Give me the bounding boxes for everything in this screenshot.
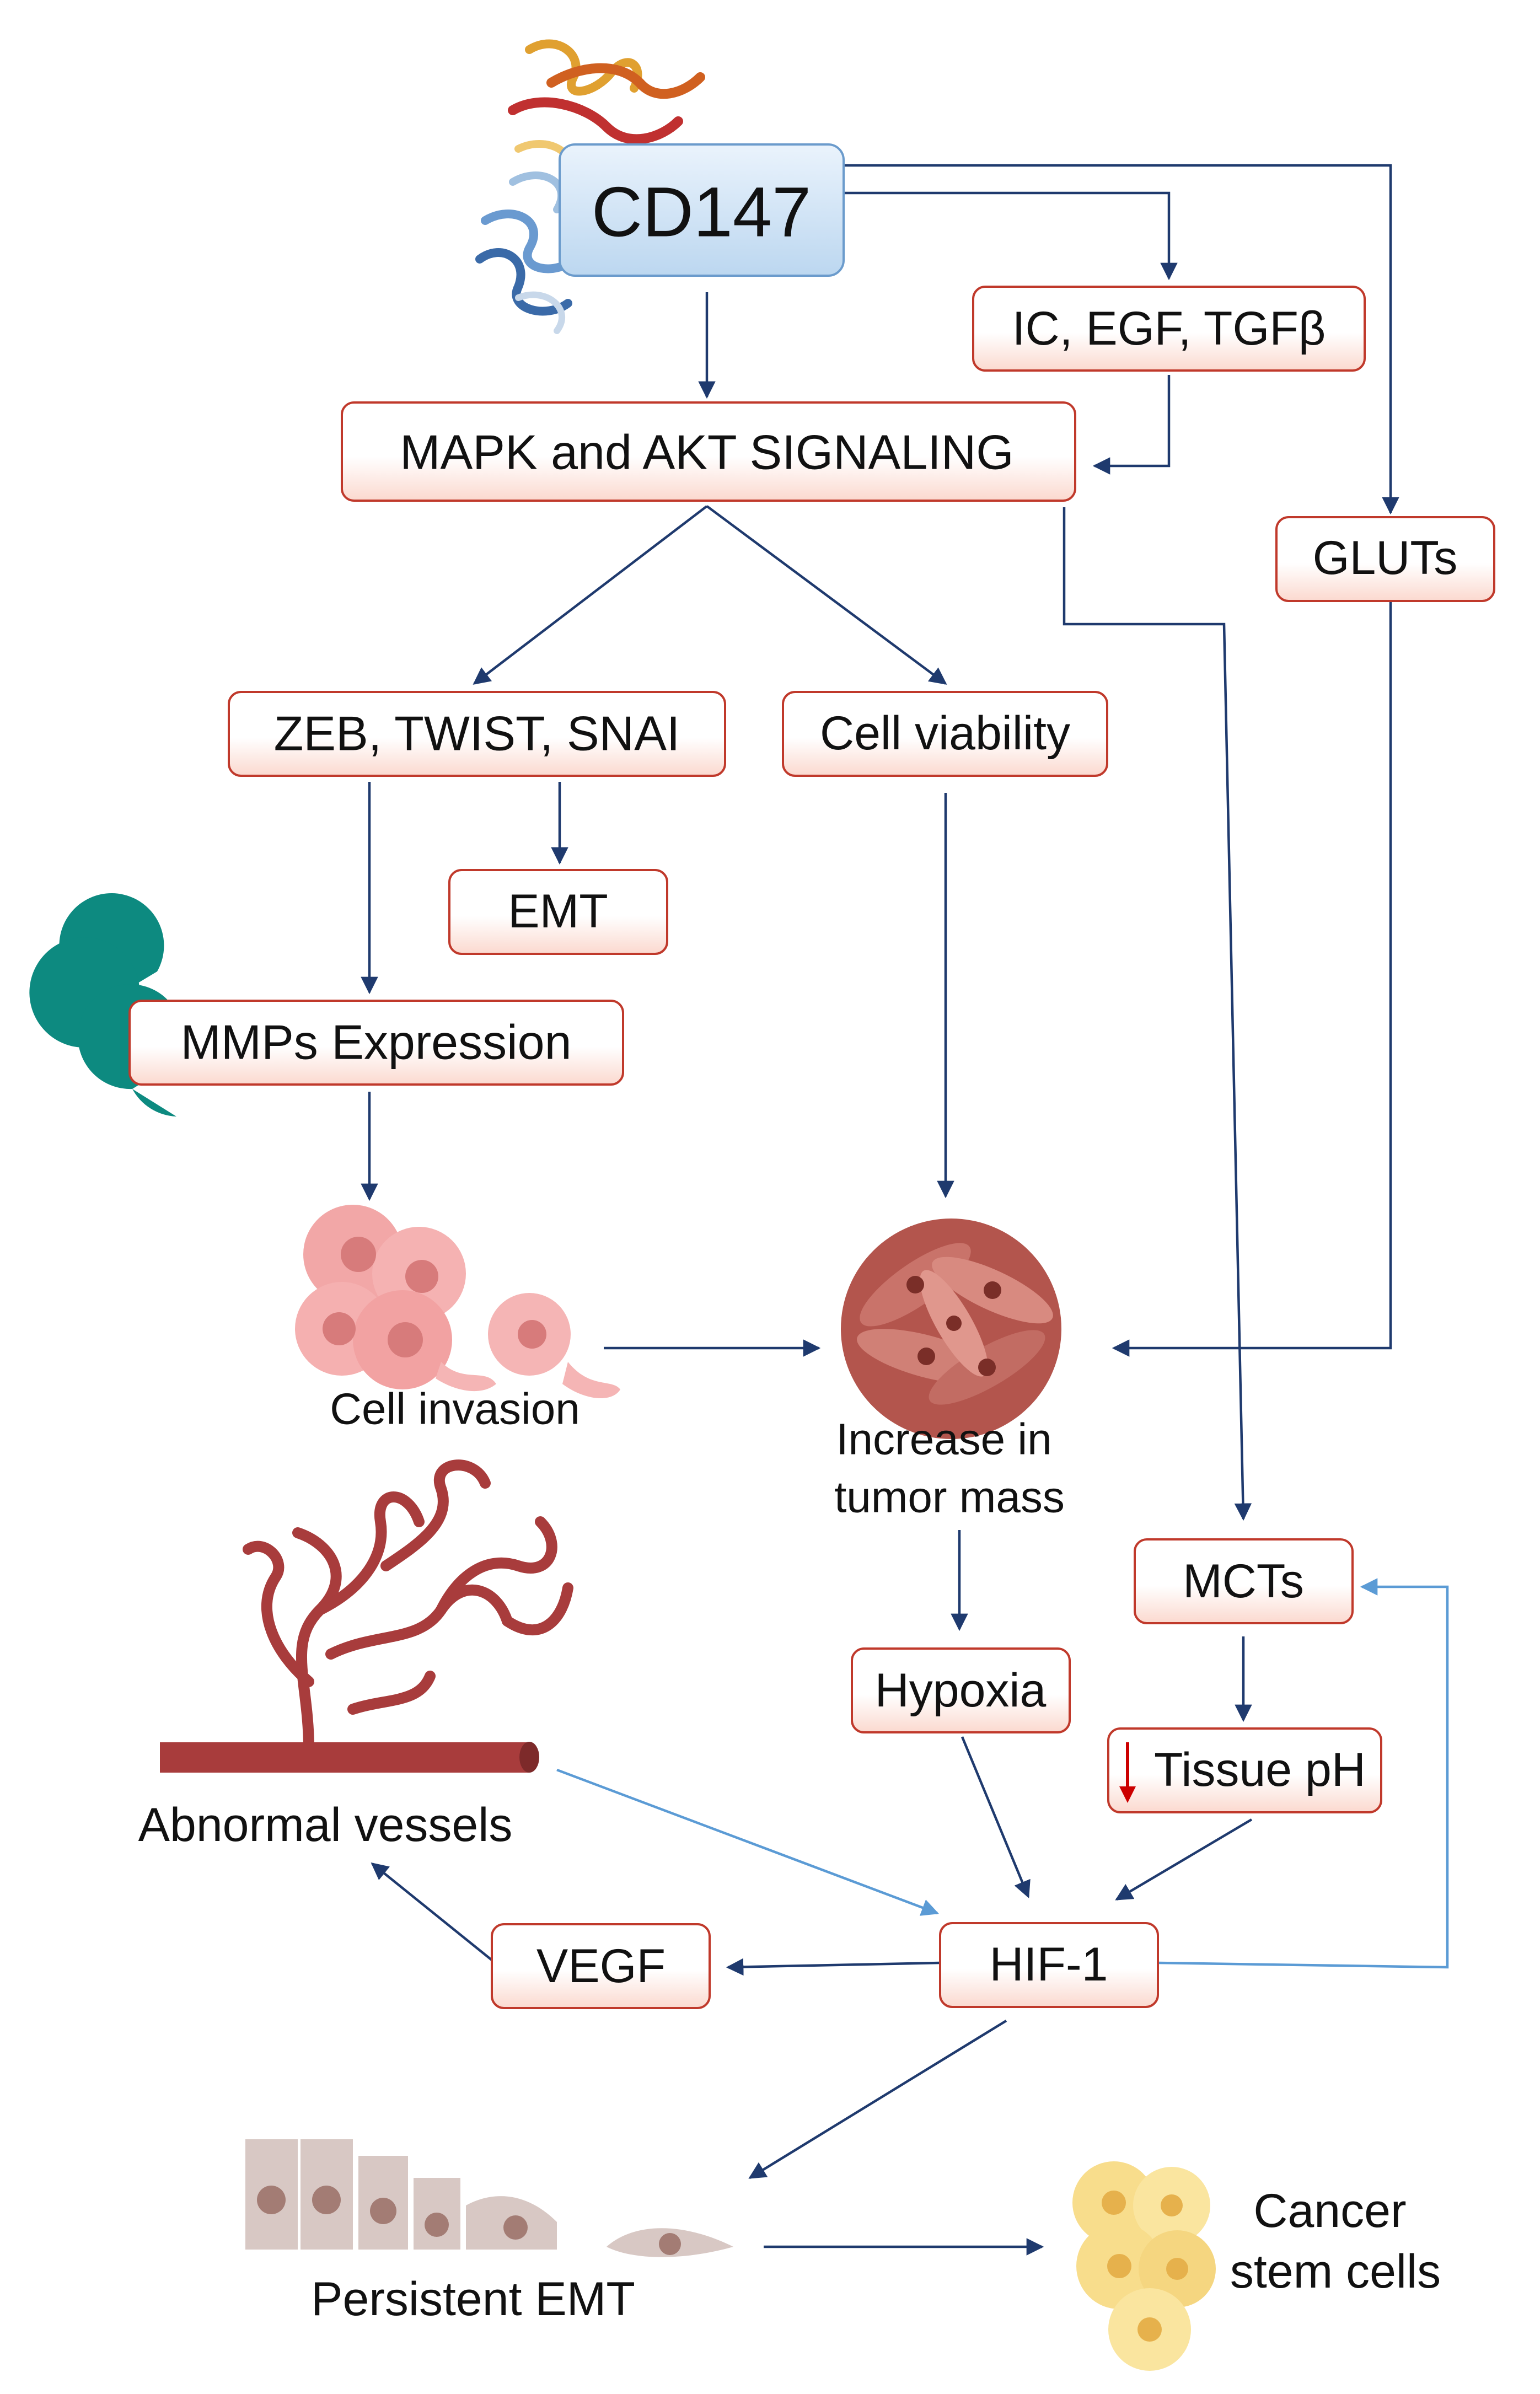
node-cd147: CD147 [559,143,845,277]
cancer-stem-cells-caption-line2: stem cells [1230,2245,1441,2298]
cancer-stem-cells-image [1072,2161,1216,2371]
persistent-emt-image [245,2139,733,2257]
node-mapk-akt-signaling: MAPK and AKT SIGNALING [341,401,1076,502]
arrow-cd147-to-ic-egf-tgfb [844,191,1178,281]
zeb-twist-snai-label: ZEB, TWIST, SNAI [274,706,680,761]
arrow-mapk-to-mcts [1063,507,1252,1521]
mcts-label: MCTs [1183,1555,1304,1608]
arrow-mapk-to-cell-viability [706,505,947,685]
hif1-label: HIF-1 [990,1938,1108,1991]
node-tissue-ph: Tissue pH [1107,1727,1382,1813]
node-hif1: HIF-1 [939,1922,1159,2008]
cd147-box [559,143,845,277]
arrow-vegf-to-vessels [371,1862,493,1961]
node-mmps-expression: MMPs Expression [128,1000,624,1086]
arrow-vessels-to-hif1 [556,1768,939,1916]
cell-viability-label: Cell viability [820,707,1070,760]
emt-label: EMT [508,885,608,938]
arrows [361,164,1449,2256]
gluts-label: GLUTs [1313,532,1458,584]
node-vegf: VEGF [491,1923,711,2009]
hypoxia-label: Hypoxia [875,1664,1047,1717]
tumor-mass-image [841,1219,1061,1439]
arrow-gluts-to-tumor [1112,602,1392,1357]
node-mcts: MCTs [1134,1538,1354,1624]
arrow-ic-egf-tgfb-to-mapk [1092,375,1171,475]
abnormal-vessels-caption: Abnormal vessels [138,1799,513,1851]
tissue-ph-label: Tissue pH [1154,1743,1366,1796]
arrow-hypoxia-to-hif1 [961,1736,1031,1898]
node-ic-egf-tgfb: IC, EGF, TGFβ [972,286,1366,372]
vegf-label: VEGF [536,1940,666,1993]
mmps-expression-label: MMPs Expression [180,1015,571,1070]
arrow-hif1-to-vegf [726,1958,941,1976]
cancer-stem-cells-caption-line1: Cancer [1253,2184,1406,2237]
mapk-akt-label: MAPK and AKT SIGNALING [400,425,1014,480]
cell-invasion-caption: Cell invasion [330,1384,580,1434]
ic-egf-tgfb-label: IC, EGF, TGFβ [1012,302,1326,355]
tumor-mass-caption-line2: tumor mass [834,1473,1065,1522]
persistent-emt-caption: Persistent EMT [311,2273,635,2326]
cell-invasion-image [295,1205,620,1399]
arrow-mapk-to-zeb [473,505,708,685]
node-gluts: GLUTs [1275,516,1495,602]
node-cell-viability: Cell viability [782,691,1108,777]
arrow-hif1-to-mcts [1157,1578,1449,1969]
tumor-mass-caption-line1: Increase in [836,1415,1051,1464]
node-hypoxia: Hypoxia [851,1647,1071,1733]
arrow-cd147-to-gluts [844,164,1399,515]
arrow-hif1-to-persistent-emt [748,2020,1007,2179]
cd147-label: CD147 [592,173,811,252]
cd147-protein-structure-image [475,39,705,334]
node-zeb-twist-snai: ZEB, TWIST, SNAI [228,691,726,777]
node-emt: EMT [448,869,668,955]
arrow-tissue-ph-to-hif1 [1115,1818,1253,1901]
abnormal-vessels-image [160,1459,573,1773]
